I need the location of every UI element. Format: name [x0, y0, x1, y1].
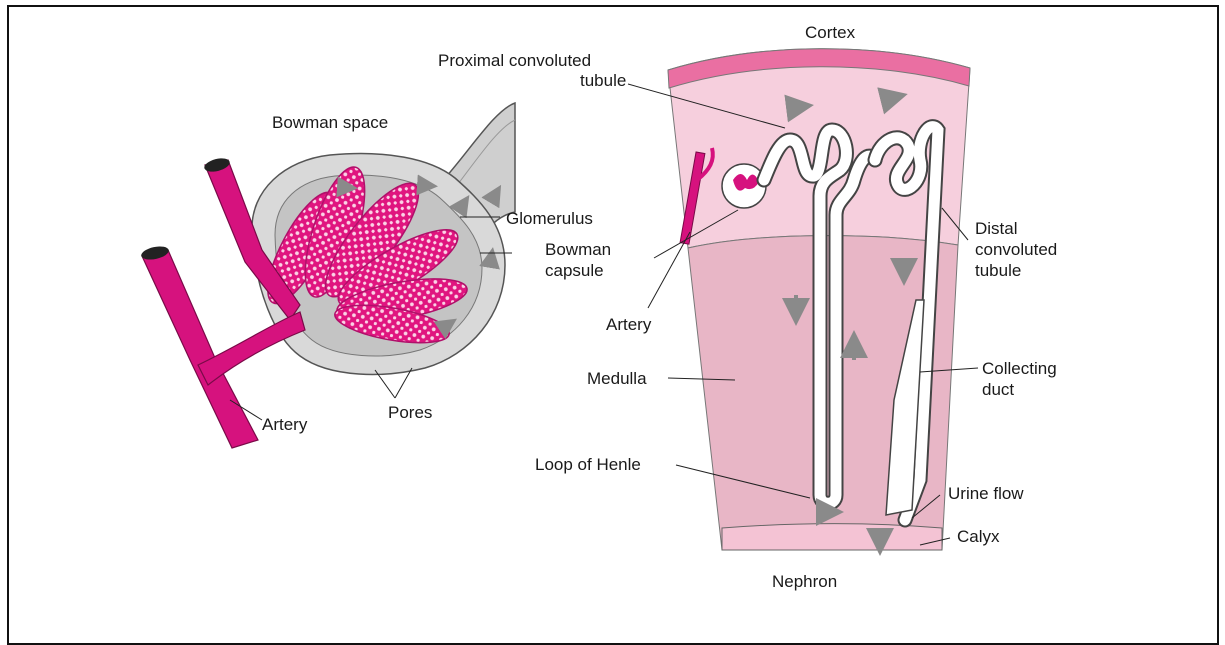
label-collecting-2: duct: [982, 380, 1014, 399]
glomerulus-detail: [140, 103, 515, 448]
label-distal-2: convoluted: [975, 240, 1057, 259]
label-proximal-1: Proximal convoluted: [438, 51, 591, 70]
label-artery-left: Artery: [262, 415, 308, 434]
label-distal-1: Distal: [975, 219, 1018, 238]
label-nephron: Nephron: [772, 572, 837, 591]
label-loop-of-henle: Loop of Henle: [535, 455, 641, 474]
label-bowman-space: Bowman space: [272, 113, 388, 132]
label-distal-3: tubule: [975, 261, 1021, 280]
label-collecting-1: Collecting: [982, 359, 1057, 378]
calyx-band: [722, 524, 942, 551]
label-glomerulus: Glomerulus: [506, 209, 593, 228]
nephron: [628, 49, 978, 550]
label-cortex: Cortex: [805, 23, 856, 42]
label-bowman-capsule-2: capsule: [545, 261, 604, 280]
label-bowman-capsule-1: Bowman: [545, 240, 611, 259]
label-medulla: Medulla: [587, 369, 647, 388]
label-urine-flow: Urine flow: [948, 484, 1024, 503]
label-artery-right: Artery: [606, 315, 652, 334]
nephron-diagram: Bowman space Glomerulus Bowman capsule P…: [0, 0, 1225, 628]
label-proximal-2: tubule: [580, 71, 626, 90]
label-pores: Pores: [388, 403, 432, 422]
label-calyx: Calyx: [957, 527, 1000, 546]
